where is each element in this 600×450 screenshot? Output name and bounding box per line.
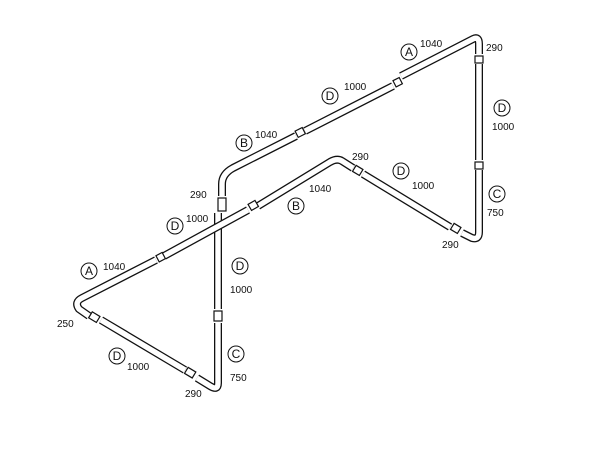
part-letter: A <box>85 264 93 278</box>
coupler <box>213 310 223 322</box>
length-value: 1000 <box>186 214 209 225</box>
coupler <box>217 197 227 212</box>
pipe-a-top-right <box>399 34 483 80</box>
length-value: 1040 <box>103 262 126 273</box>
label-seg-05: 290 <box>442 240 459 251</box>
length-value: 290 <box>190 190 207 201</box>
label-seg-16: D 1000 <box>108 347 150 373</box>
label-seg-02: 290 <box>486 43 503 54</box>
label-seg-17: 290 <box>185 389 202 400</box>
length-value: 1000 <box>492 122 515 133</box>
pipe-b-upper <box>218 132 298 196</box>
part-letter: C <box>232 347 241 361</box>
label-seg-15: 250 <box>57 319 74 330</box>
label-seg-06: D 1000 <box>392 162 435 192</box>
coupler <box>449 222 462 235</box>
length-value: 290 <box>185 389 202 400</box>
pipe-d-top <box>303 82 395 135</box>
label-seg-01: A 1040 <box>400 39 443 61</box>
label-seg-12: 290 <box>190 190 207 201</box>
length-value: 750 <box>230 373 247 384</box>
part-letter: D <box>113 349 122 363</box>
length-value: 1040 <box>255 130 278 141</box>
part-letter: C <box>493 187 502 201</box>
pipe-d-right-diagonal <box>360 170 453 231</box>
length-value: 1040 <box>420 39 443 50</box>
label-seg-18: C 750 <box>227 345 247 384</box>
label-seg-04: C 750 <box>487 185 506 219</box>
label-seg-13: D 1000 <box>230 257 253 296</box>
part-letter: D <box>326 89 335 103</box>
pipe-couplers <box>87 55 484 379</box>
length-value: 290 <box>442 240 459 251</box>
part-letter: D <box>498 101 507 115</box>
coupler <box>474 161 484 170</box>
label-seg-10: B 1040 <box>235 130 278 152</box>
length-value: 1000 <box>127 362 150 373</box>
length-value: 290 <box>486 43 503 54</box>
component-labels: A 1040 290 D 1000 C 750 290 D 1000 <box>57 39 515 400</box>
coupler <box>155 251 167 263</box>
coupler <box>87 311 101 324</box>
length-value: 1000 <box>412 181 435 192</box>
coupler <box>294 126 307 139</box>
coupler <box>351 164 364 177</box>
label-seg-11: D 1000 <box>166 214 209 235</box>
length-value: 750 <box>487 208 504 219</box>
length-value: 1000 <box>230 285 253 296</box>
coupler <box>183 366 197 379</box>
label-seg-09: D 1000 <box>321 82 367 105</box>
pipe-b-middle <box>255 155 356 210</box>
length-value: 1040 <box>309 184 332 195</box>
pipe-a-left <box>73 256 158 320</box>
label-seg-08: B 1040 <box>287 184 332 215</box>
part-letter: D <box>397 164 406 178</box>
part-letter: D <box>236 259 245 273</box>
pipe-c-bottom-vertical <box>194 323 222 392</box>
length-value: 1000 <box>344 82 367 93</box>
pipe-d-left-middle <box>162 206 250 260</box>
pipe-d-bottom-left <box>98 316 188 374</box>
coupler <box>474 55 484 64</box>
part-letter: B <box>240 136 248 150</box>
label-seg-03: D 1000 <box>492 99 515 133</box>
coupler <box>392 76 404 88</box>
part-letter: A <box>405 45 413 59</box>
pipe-c-right-vertical <box>460 170 483 243</box>
label-seg-14: A 1040 <box>80 262 126 280</box>
label-seg-07: 290 <box>352 152 369 163</box>
part-letter: B <box>292 199 300 213</box>
length-value: 250 <box>57 319 74 330</box>
part-letter: D <box>171 219 180 233</box>
pipe-segments <box>73 34 483 392</box>
coupler <box>247 199 260 212</box>
length-value: 290 <box>352 152 369 163</box>
